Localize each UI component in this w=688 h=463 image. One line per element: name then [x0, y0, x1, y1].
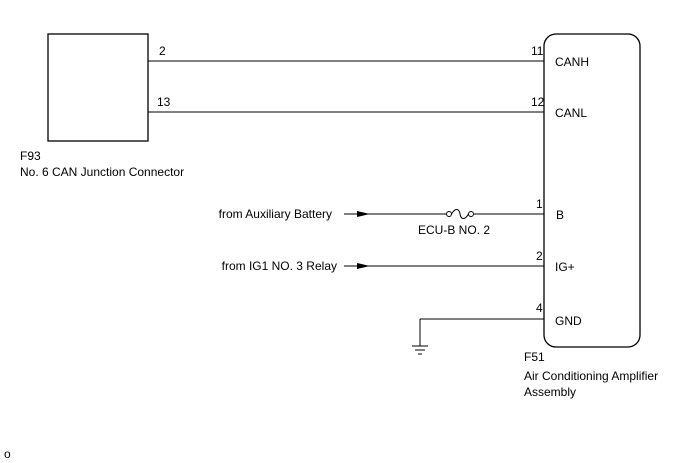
f51-ig-pin: 2 [536, 249, 543, 263]
f93-name: No. 6 CAN Junction Connector [20, 165, 184, 179]
relay-source-label: from IG1 NO. 3 Relay [222, 259, 337, 273]
fuse-label: ECU-B NO. 2 [418, 223, 490, 237]
fuse-icon [446, 209, 474, 219]
f51-amplifier-box [543, 33, 641, 348]
f51-b-pin: 1 [536, 197, 543, 211]
f51-canh-pin: 11 [531, 44, 544, 58]
f51-name-line2: Assembly [524, 385, 576, 399]
arrow-right-icon [344, 211, 370, 217]
ground-icon [412, 345, 428, 355]
f93-canh-pin: 2 [159, 44, 166, 58]
f51-gnd-pin: 4 [536, 301, 543, 315]
f51-canl-pin: 12 [531, 95, 545, 109]
arrow-right-icon [344, 263, 370, 269]
f93-connector-box [47, 33, 149, 142]
f51-canh-label: CANH [555, 55, 589, 69]
f51-b-label: B [556, 208, 564, 222]
battery-source-label: from Auxiliary Battery [219, 207, 332, 221]
footer-mark: o [4, 447, 11, 461]
f51-name-line1: Air Conditioning Amplifier [524, 369, 658, 383]
f51-code: F51 [524, 350, 545, 364]
f93-canl-pin: 13 [157, 95, 171, 109]
f51-ig-label: IG+ [555, 260, 575, 274]
f51-gnd-label: GND [555, 314, 582, 328]
f93-code: F93 [20, 149, 41, 163]
f51-canl-label: CANL [555, 106, 587, 120]
